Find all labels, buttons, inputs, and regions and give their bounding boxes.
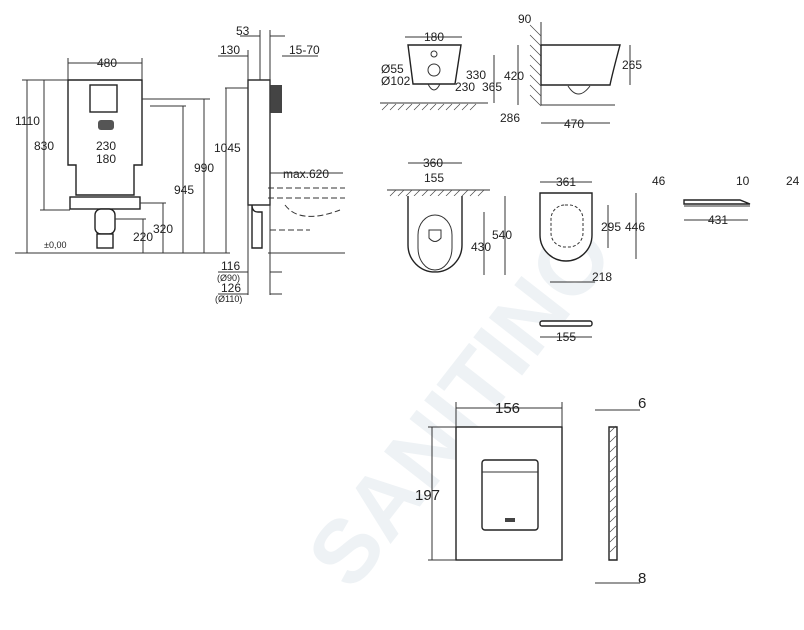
drain-pipe — [96, 233, 114, 249]
dim-470: 470 — [564, 117, 584, 131]
dim-830: 830 — [34, 139, 54, 153]
dim-945: 945 — [174, 183, 194, 197]
seat-hinge-view: 155 — [539, 320, 593, 344]
seat-side-view: 46 10 24 431 — [652, 174, 800, 227]
bowl-outline — [407, 196, 463, 273]
dim-180: 180 — [96, 152, 116, 166]
dim-53: 53 — [236, 24, 250, 38]
dim-197: 197 — [415, 487, 440, 504]
flush-button — [481, 459, 539, 531]
dim-130: 130 — [220, 43, 240, 57]
seat-top-view: 361 295 446 218 — [539, 175, 645, 284]
dim-180-bowl: 180 — [424, 30, 444, 44]
frame-body — [67, 79, 143, 196]
dim-1110: 1110 — [15, 114, 40, 128]
frame-front-view: 480 1110 830 230 180 990 945 320 220 ±0,… — [15, 56, 230, 254]
dim-230: 230 — [96, 139, 116, 153]
dim-24: 24 — [786, 174, 800, 188]
dim-420: 420 — [504, 69, 524, 83]
dim-126: 126 — [221, 281, 241, 295]
dim-220: 220 — [133, 230, 153, 244]
dim-361: 361 — [556, 175, 576, 189]
dim-330: 330 — [466, 68, 486, 82]
dim-230-bowl: 230 — [455, 80, 475, 94]
frame-side-body — [247, 79, 271, 206]
frame-side-view: 53 130 15-70 1045 max.620 116 (Ø90) 126 … — [214, 24, 345, 304]
drain-elbow — [94, 208, 116, 235]
flush-box — [270, 85, 282, 113]
dim-8: 8 — [638, 570, 646, 587]
bowl-side-body — [540, 44, 621, 86]
dim-218: 218 — [592, 270, 612, 284]
bowl-top-view: 360 155 540 430 — [387, 156, 512, 275]
dim-990: 990 — [194, 161, 214, 175]
dim-540: 540 — [492, 228, 512, 242]
hinge-body — [539, 320, 593, 327]
dim-365: 365 — [482, 80, 502, 94]
dim-6: 6 — [638, 395, 646, 412]
dim-155-hinge: 155 — [556, 330, 576, 344]
dim-dia102: Ø102 — [381, 74, 411, 88]
seat-outline — [539, 192, 593, 262]
dim-90: 90 — [518, 12, 532, 26]
dim-15-70: 15-70 — [289, 43, 320, 57]
dim-1045: 1045 — [214, 141, 241, 155]
dim-10: 10 — [736, 174, 750, 188]
dim-dia55: Ø55 — [381, 62, 404, 76]
dim-max620: max.620 — [283, 167, 329, 181]
dim-265: 265 — [622, 58, 642, 72]
dim-430: 430 — [471, 240, 491, 254]
dim-320: 320 — [153, 222, 173, 236]
frame-feet — [69, 196, 141, 210]
dim-446: 446 — [625, 220, 645, 234]
dim-156: 156 — [495, 400, 520, 417]
flush-plate-side — [608, 426, 618, 561]
side-drain — [251, 204, 263, 249]
dim-431: 431 — [708, 213, 728, 227]
dim-286: 286 — [500, 111, 520, 125]
grohe-logo-plate — [505, 518, 515, 522]
flush-opening — [89, 84, 118, 113]
dim-480: 480 — [97, 56, 117, 70]
dim-126-sub: (Ø110) — [215, 294, 242, 304]
dim-360: 360 — [423, 156, 443, 170]
flush-plate-view: 156 197 6 8 — [415, 395, 646, 587]
dim-155: 155 — [424, 171, 444, 185]
dim-46: 46 — [652, 174, 666, 188]
seat-side-body — [683, 199, 751, 205]
bowl-front-view: 180 Ø55 Ø102 330 230 365 — [380, 30, 502, 111]
floor-level: ±0,00 — [44, 240, 66, 250]
grohe-logo — [98, 120, 114, 130]
dim-116-sub: (Ø90) — [217, 273, 240, 283]
bowl-side-view: 90 420 265 286 470 — [500, 12, 642, 131]
dim-116: 116 — [221, 259, 240, 273]
dim-295: 295 — [601, 220, 621, 234]
